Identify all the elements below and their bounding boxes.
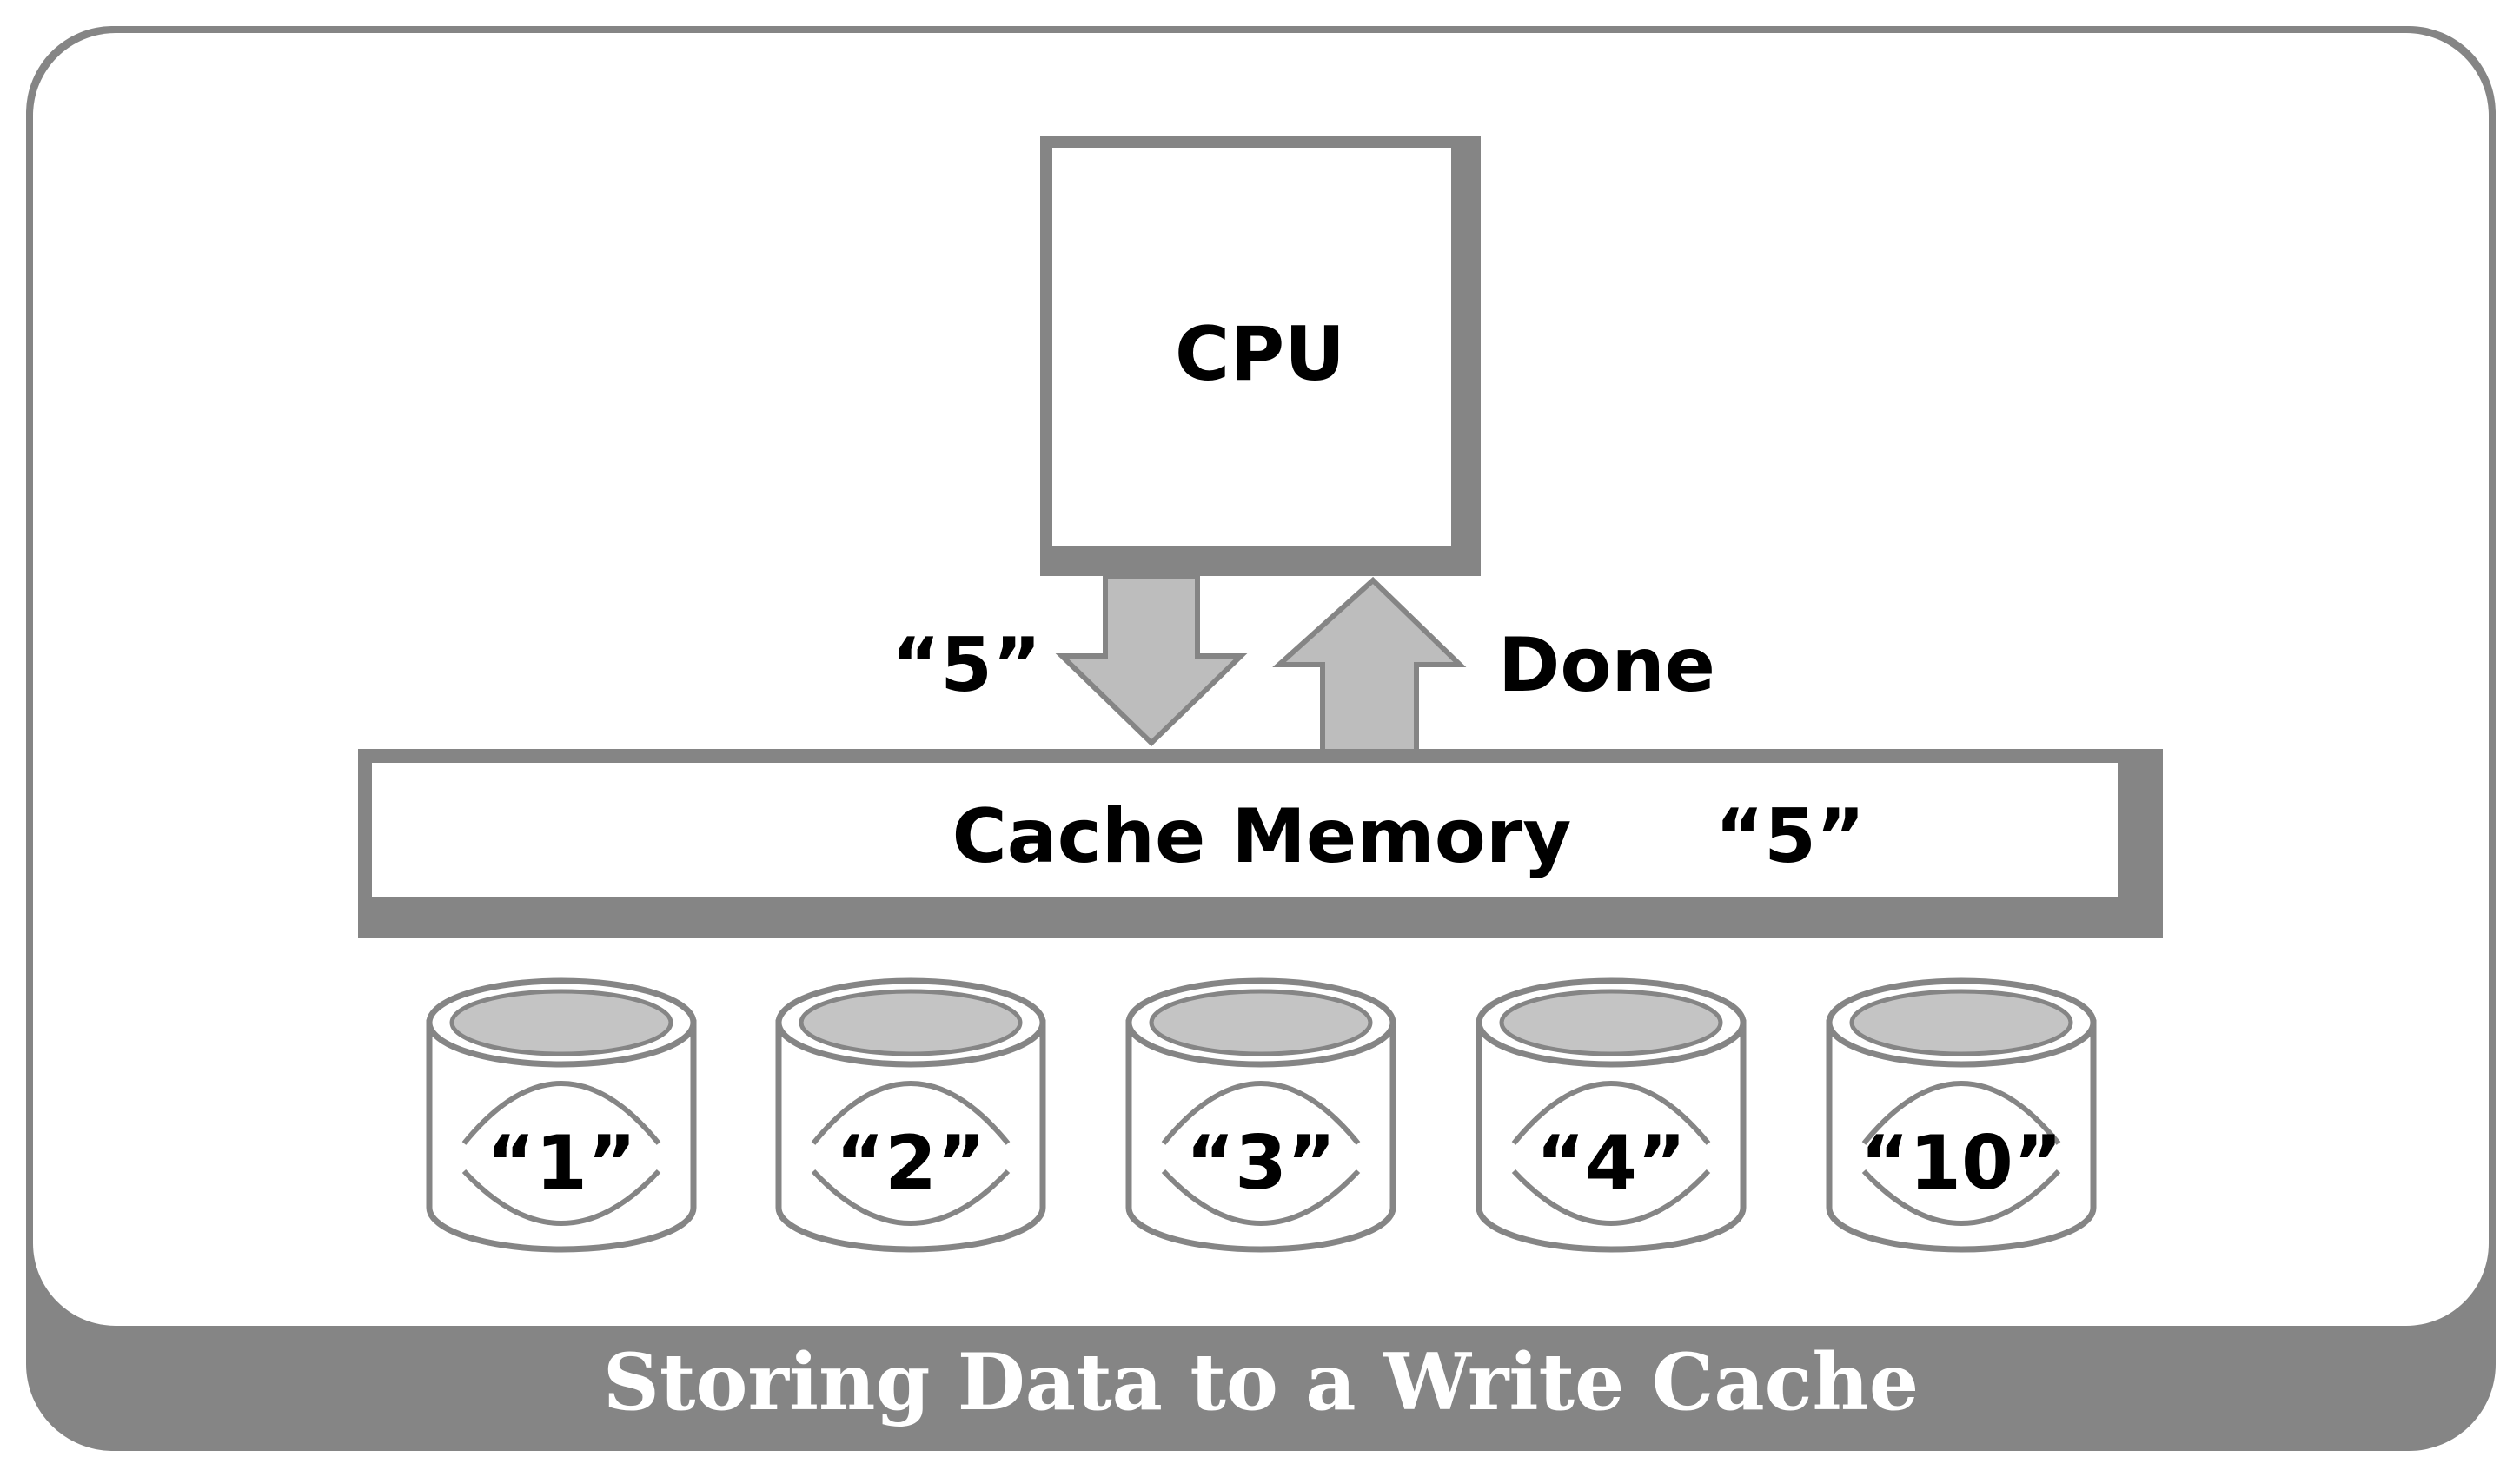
- disk-top-inner: [449, 989, 673, 1056]
- disk-top-inner: [1149, 989, 1373, 1056]
- disk-body: [1826, 1019, 2097, 1253]
- disk-top-inner: [1499, 989, 1723, 1056]
- disk-arc-upper: [1161, 1081, 1361, 1145]
- write-arrow-down: [1055, 573, 1248, 747]
- disk-drive: “4”: [1476, 977, 1747, 1253]
- cache-memory-label: Cache Memory: [952, 793, 1572, 880]
- disk-value-label: “2”: [836, 1120, 986, 1207]
- disk-drive: “1”: [426, 977, 697, 1253]
- disk-drive: “2”: [775, 977, 1046, 1253]
- cpu-label: CPU: [1175, 311, 1345, 398]
- disk-body: [775, 1019, 1046, 1253]
- disk-drive: “10”: [1826, 977, 2097, 1253]
- disk-arc-upper: [461, 1081, 661, 1145]
- disk-arc-upper: [811, 1081, 1011, 1145]
- disk-arc-lower: [461, 1169, 661, 1226]
- disk-arc-lower: [1511, 1169, 1711, 1226]
- disk-top-inner: [799, 989, 1023, 1056]
- disk-arc-upper: [1511, 1081, 1711, 1145]
- cache-memory-value: “5”: [1715, 793, 1866, 880]
- disk-value-label: “3”: [1186, 1120, 1336, 1207]
- disk-arc-lower: [811, 1169, 1011, 1226]
- disk-drive: “3”: [1125, 977, 1396, 1253]
- disk-value-label: “4”: [1536, 1120, 1687, 1207]
- disk-arc-lower: [1161, 1169, 1361, 1226]
- disk-body: [426, 1019, 697, 1253]
- disk-top-inner: [1849, 989, 2073, 1056]
- write-value-label: “5”: [892, 622, 1042, 709]
- disk-arc-lower: [1861, 1169, 2061, 1226]
- disk-body: [1125, 1019, 1396, 1253]
- disk-arc-upper: [1861, 1081, 2061, 1145]
- disk-value-label: “10”: [1860, 1120, 2063, 1207]
- disk-body: [1476, 1019, 1747, 1253]
- cache-memory-bar: Cache Memory “5”: [358, 749, 2163, 938]
- cpu-box: CPU: [1040, 136, 1481, 576]
- disk-array: “1” “2” “3” “4” “10”: [426, 977, 2097, 1253]
- diagram-caption: Storing Data to a Write Cache: [603, 1336, 1919, 1428]
- done-label: Done: [1498, 622, 1715, 709]
- disk-value-label: “1”: [487, 1120, 637, 1207]
